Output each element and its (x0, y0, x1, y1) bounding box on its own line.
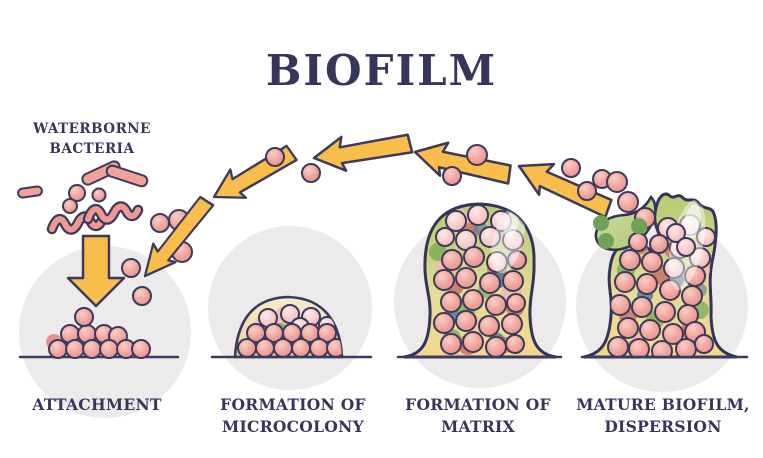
matrix-tower (403, 202, 557, 359)
rod-bacterium-icon (17, 160, 149, 199)
waterborne-bacteria-graphic (17, 160, 149, 235)
attachment-down-arrow (66, 234, 126, 308)
stage-label-mature-dispersion: MATURE BIOFILM, DISPERSION (576, 395, 750, 437)
diagram-title: BIOFILM (265, 46, 498, 95)
spilling-bacteria (628, 223, 696, 257)
spiral-bacterium-icon (46, 201, 144, 235)
attachment-pile (46, 307, 151, 359)
cycle-arrow-4 (204, 137, 302, 213)
stage-label-microcolony: FORMATION OF MICROCOLONY (220, 395, 366, 437)
waterborne-bacteria-label: WATERBORNE BACTERIA (33, 121, 151, 157)
dispersing-bacteria (265, 144, 656, 229)
dispersal-arrows (66, 126, 618, 308)
matrix-bacteria (433, 204, 527, 357)
gloss-highlight (503, 211, 519, 237)
dispersing-green-bacteria (593, 215, 647, 249)
stage-label-attachment: ATTACHMENT (32, 395, 162, 414)
stage-label-matrix: FORMATION OF MATRIX (405, 395, 551, 437)
coccus-bacterium-icon (62, 184, 107, 214)
mature-biofilm (583, 192, 738, 359)
microcolony-dome (233, 295, 344, 359)
cycle-arrow-5 (132, 190, 221, 287)
cycle-arrow-2 (409, 134, 516, 194)
cycle-arrow-3 (310, 126, 415, 177)
gloss-highlight (683, 204, 701, 240)
